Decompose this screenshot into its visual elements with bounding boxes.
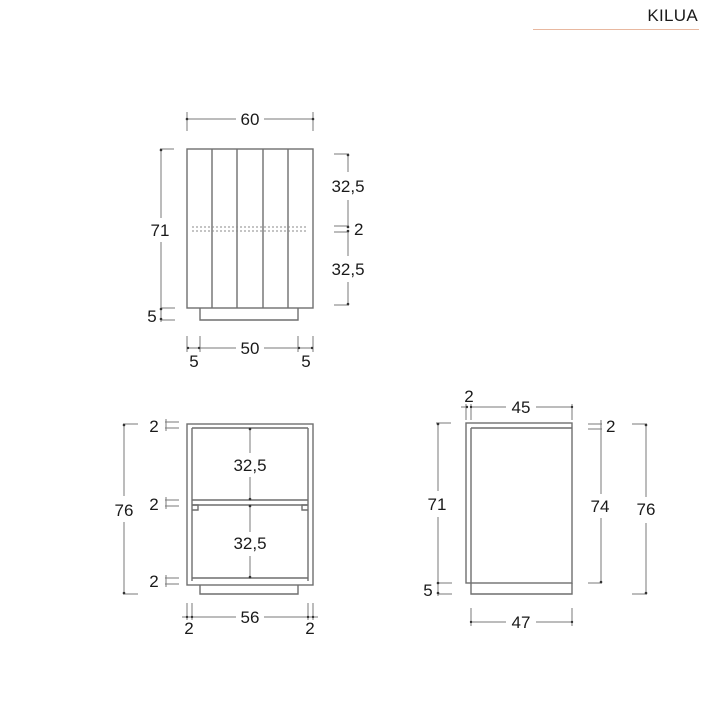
header-divider: [533, 29, 699, 30]
compartment-upper-label: 32,5: [233, 456, 266, 475]
side-left-thickness-label: 2: [184, 619, 193, 638]
brand-title: KILUA: [647, 6, 698, 25]
front-width-label: 60: [241, 110, 260, 129]
front-height-label: 71: [151, 221, 170, 240]
plinth-width-label: 50: [241, 339, 260, 358]
side-total-depth-label: 47: [512, 613, 531, 632]
side-height-to-top-label: 74: [591, 497, 610, 516]
drawer-top-height-label: 32,5: [331, 177, 364, 196]
shelf-thickness-label: 2: [149, 495, 158, 514]
side-plinth-height-label: 5: [423, 581, 432, 600]
section-carcass: [186, 423, 314, 586]
front-plinth: [199, 308, 299, 321]
section-total-height-label: 76: [115, 501, 134, 520]
side-body-height-label: 71: [428, 495, 447, 514]
front-plinth-height-label: 5: [147, 307, 156, 326]
side-top-thickness-label: 2: [606, 417, 615, 436]
drawer-bottom-height-label: 32,5: [331, 260, 364, 279]
side-right-thickness-label: 2: [305, 619, 314, 638]
compartment-lower-label: 32,5: [233, 534, 266, 553]
inset-right-label: 5: [301, 352, 310, 371]
side-plinth: [470, 583, 573, 595]
inner-width-label: 56: [241, 608, 260, 627]
inner-depth-label: 45: [512, 398, 531, 417]
front-view: 60 71 5 32,5 2 32,5: [147, 110, 364, 371]
inset-left-label: 5: [189, 352, 198, 371]
bottom-thickness-label: 2: [149, 572, 158, 591]
side-body: [465, 422, 573, 584]
section-plinth: [199, 585, 299, 595]
drawer-gap-label: 2: [354, 220, 363, 239]
top-thickness-label: 2: [149, 417, 158, 436]
back-thickness-label: 2: [464, 387, 473, 406]
section-view: 32,5 32,5 2 2 2 76 56 2 2: [115, 417, 318, 638]
front-cabinet-body: [186, 148, 314, 309]
side-total-height-label: 76: [637, 500, 656, 519]
side-view: 2 45 71 5 2 74 76: [423, 387, 655, 632]
